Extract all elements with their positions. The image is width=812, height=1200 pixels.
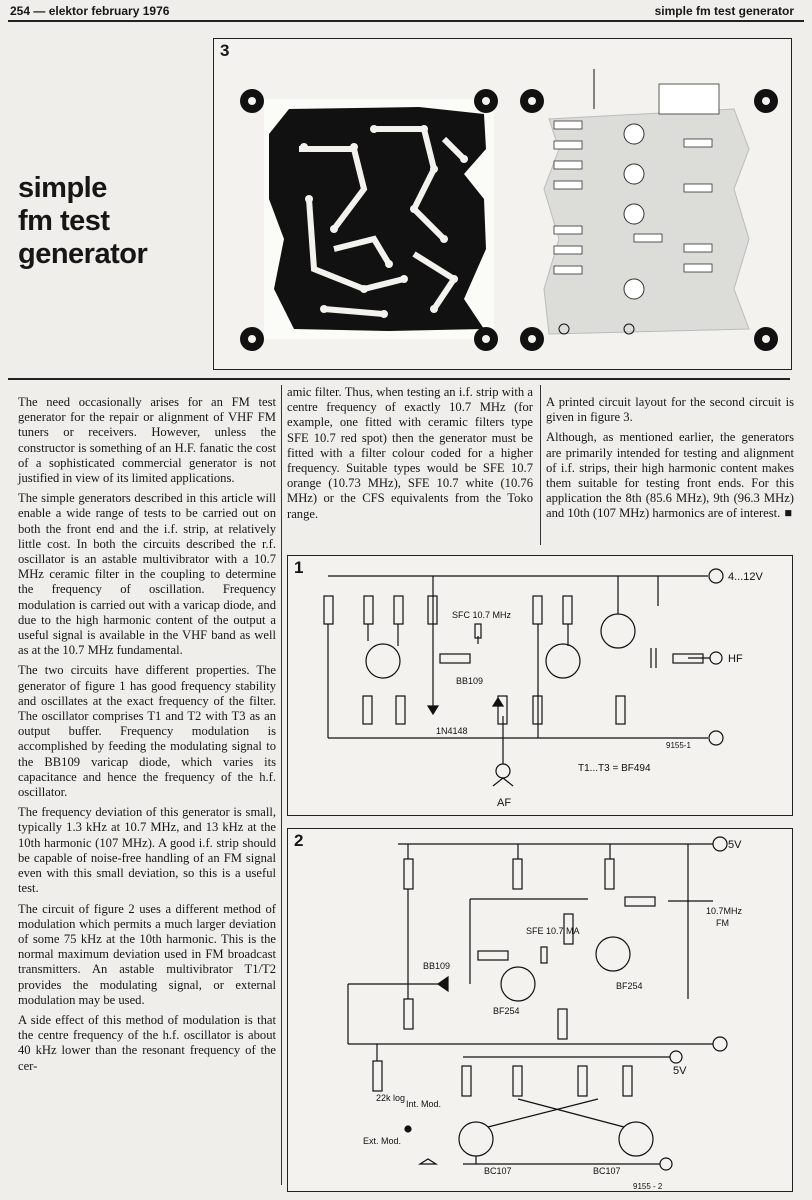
pcb-artwork <box>240 69 778 351</box>
header-rule <box>8 20 804 22</box>
section-rule <box>8 378 790 380</box>
pcb-component-side <box>520 69 778 351</box>
paragraph: A printed circuit layout for the second … <box>546 395 794 425</box>
t2-type-label: BC107 <box>593 1166 621 1176</box>
figure-1-schematic: 1 4...12V SFC 10.7 MHz BB109 1N4148 HF A… <box>287 555 793 816</box>
paragraph: Although, as mentioned earlier, the gene… <box>546 430 794 521</box>
body-column-2: amic filter. Thus, when testing an i.f. … <box>287 385 533 522</box>
figure-code: 9155-1 <box>666 741 691 750</box>
title-line-3: generator <box>18 238 148 270</box>
column-divider <box>281 385 282 1185</box>
schematic-1: 4...12V SFC 10.7 MHz BB109 1N4148 HF AF … <box>323 568 764 809</box>
figure-3-pcb: 3 <box>213 38 792 370</box>
hf-output-label: HF <box>728 653 743 665</box>
schematic-2: 5V 5V 10.7MHz FM SFE 10.7 MA BB109 BF254… <box>347 836 743 1191</box>
figure-2-schematic: 2 5V 5V 10.7MHz FM SFE 10.7 MA BB109 <box>287 828 793 1192</box>
figure-1-number: 1 <box>294 558 304 577</box>
article-title: simple fm test generator <box>18 172 148 271</box>
paragraph: The frequency deviation of this generato… <box>18 805 276 896</box>
af-input-label: AF <box>497 797 511 809</box>
figure-3-number: 3 <box>220 41 230 60</box>
supply-label: 4...12V <box>728 571 764 583</box>
end-of-article-icon: ■ <box>784 506 792 521</box>
figure-code: 9155 - 2 <box>633 1182 663 1191</box>
paragraph: The need occasionally arises for an FM t… <box>18 395 276 486</box>
t1-type-label: BC107 <box>484 1166 512 1176</box>
diode-label: 1N4148 <box>436 726 468 736</box>
title-line-1: simple <box>18 172 107 204</box>
pcb-track-side <box>240 89 498 351</box>
output-freq-label: 10.7MHz <box>706 906 743 916</box>
transistor-type-label: T1...T3 = BF494 <box>578 763 651 774</box>
page-header-left: 254 — elektor february 1976 <box>10 4 170 18</box>
crystal-label: SFC 10.7 MHz <box>452 610 512 620</box>
t4-type-label: BF254 <box>616 981 643 991</box>
varicap-label: BB109 <box>456 676 483 686</box>
column-divider <box>540 385 541 545</box>
figure-2-number: 2 <box>294 831 304 850</box>
t3-type-label: BF254 <box>493 1006 520 1016</box>
supply-mid-label: 5V <box>673 1065 687 1077</box>
paragraph: A side effect of this method of modulati… <box>18 1012 276 1073</box>
page-header-right: simple fm test generator <box>654 4 794 18</box>
title-line-2: fm test <box>18 205 110 237</box>
paragraph: amic filter. Thus, when testing an i.f. … <box>287 385 533 521</box>
body-column-1: The need occasionally arises for an FM t… <box>18 395 276 1074</box>
supply-top-label: 5V <box>728 839 742 851</box>
ext-mod-label: Ext. Mod. <box>363 1136 401 1146</box>
varicap-label: BB109 <box>423 961 450 971</box>
paragraph: The two circuits have different properti… <box>18 663 276 800</box>
paragraph: The simple generators described in this … <box>18 491 276 658</box>
body-column-3: A printed circuit layout for the second … <box>546 395 794 522</box>
paragraph-text: Although, as mentioned earlier, the gene… <box>546 430 794 521</box>
pot-label: 22k log <box>376 1093 405 1103</box>
output-mode-label: FM <box>716 918 729 928</box>
paragraph: The circuit of figure 2 uses a different… <box>18 901 276 1007</box>
registration-marks <box>240 89 498 351</box>
int-mod-label: Int. Mod. <box>406 1099 441 1109</box>
crystal-label: SFE 10.7 MA <box>526 926 580 936</box>
